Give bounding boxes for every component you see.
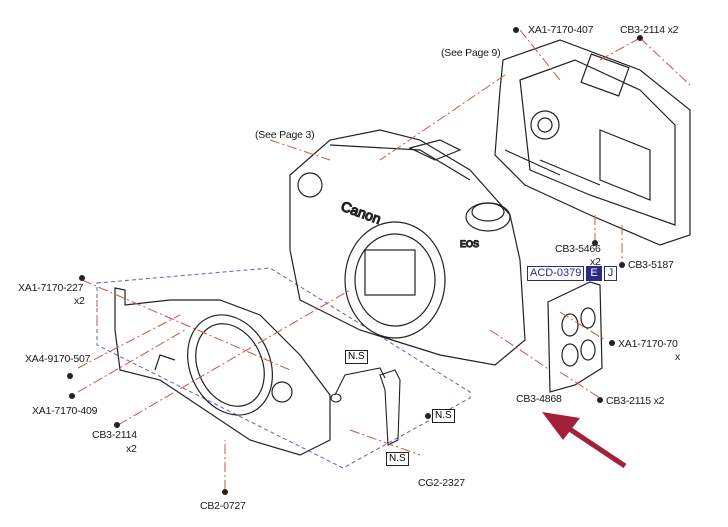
label-xa1-7170-227-qty: x2	[74, 295, 85, 307]
label-cb3-5466-qty: x2	[590, 256, 601, 268]
screws	[67, 27, 643, 495]
back-cover-part	[494, 39, 691, 246]
acd-e-badge: E	[586, 266, 602, 281]
label-cb3-2114-left-qty: x2	[126, 443, 137, 455]
label-cb3-2115: CB3-2115 x2	[606, 395, 665, 407]
label-xa4-9170-507: XA4-9170-507	[25, 353, 91, 365]
label-see-page-3: (See Page 3)	[255, 129, 315, 141]
assembly-boundary	[96, 267, 471, 469]
acd-j-badge: J	[603, 266, 618, 281]
small-parts-ns	[330, 367, 401, 446]
label-see-page-9: (See Page 9)	[441, 47, 501, 59]
ns-badge: N.S	[432, 409, 455, 423]
ns-badge: N.S	[345, 350, 368, 364]
label-xa1-7170-407: XA1-7170-407	[528, 24, 594, 36]
svg-text:EOS: EOS	[460, 239, 479, 249]
label-cb3-4868: CB3-4868	[516, 393, 562, 405]
label-xa1-7170-70: XA1-7170-70	[618, 338, 678, 350]
acd-code-badge: ACD-0379 E J	[527, 266, 618, 281]
camera-body-part: Canon EOS	[289, 129, 526, 366]
side-cover-part	[547, 281, 603, 393]
leader-lines	[77, 29, 691, 490]
label-xa1-7170-70-qty: x	[675, 351, 681, 363]
svg-text:Canon: Canon	[339, 198, 383, 227]
label-cb3-5187: CB3-5187	[628, 259, 674, 271]
label-cb3-5466: CB3-5466	[555, 243, 601, 255]
label-cb3-2114-left: CB3-2114	[92, 429, 137, 441]
label-cg2-2327: CG2-2327	[418, 477, 465, 489]
callout-arrow	[542, 412, 627, 469]
acd-code: ACD-0379	[527, 266, 585, 281]
front-cover-part	[114, 287, 331, 456]
label-cb2-0727: CB2-0727	[200, 500, 246, 512]
ns-badge: N.S	[386, 452, 409, 466]
label-cb3-2114-top: CB3-2114 x2	[620, 24, 679, 36]
label-xa1-7170-409: XA1-7170-409	[32, 405, 98, 417]
label-xa1-7170-227: XA1-7170-227	[18, 282, 84, 294]
